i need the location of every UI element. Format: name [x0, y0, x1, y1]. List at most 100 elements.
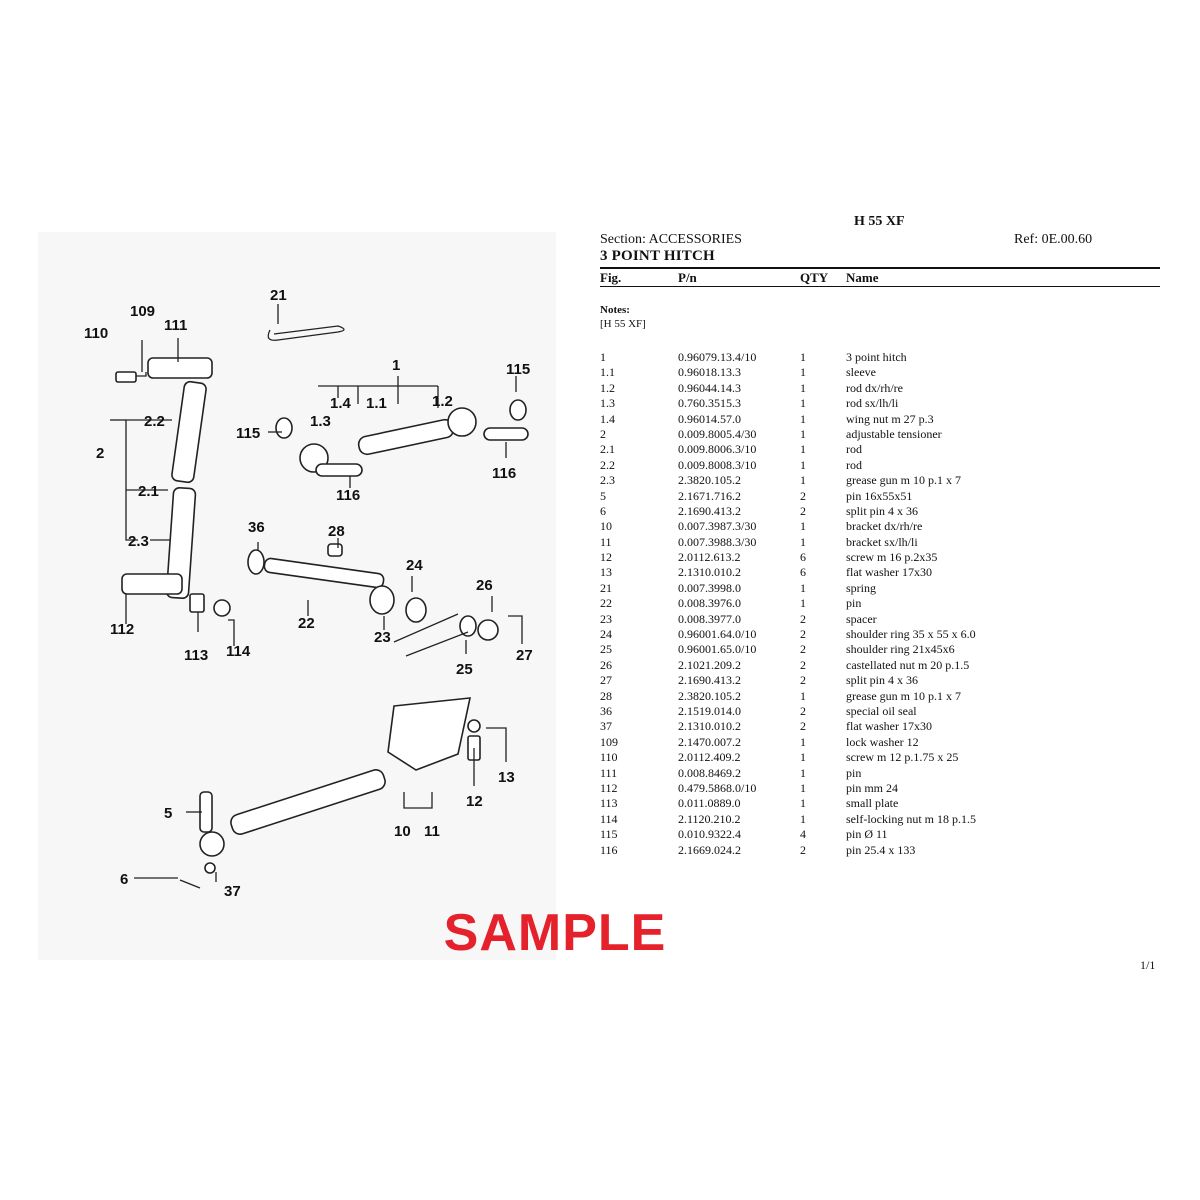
fig-cell: 115	[600, 827, 618, 842]
name-cell: rod	[846, 442, 862, 457]
washer-13	[467, 719, 481, 733]
fig-cell: 1.3	[600, 396, 615, 411]
callout-5: 5	[164, 805, 172, 822]
qty-cell: 1	[800, 519, 806, 534]
fig-cell: 2.3	[600, 473, 615, 488]
pn-cell: 2.0112.409.2	[678, 750, 741, 765]
fig-cell: 37	[600, 719, 612, 734]
name-cell: rod dx/rh/re	[846, 380, 903, 395]
fig-cell: 2.2	[600, 457, 615, 472]
callout-1-2: 1.2	[432, 393, 453, 410]
page-title: 3 POINT HITCH	[600, 248, 715, 264]
name-cell: wing nut m 27 p.3	[846, 411, 934, 426]
pn-cell: 2.3820.105.2	[678, 688, 741, 703]
fig-cell: 109	[600, 734, 618, 749]
callout-110: 110	[84, 325, 108, 342]
header-rule	[600, 267, 1160, 269]
callout-2-1: 2.1	[138, 483, 159, 500]
fig-cell: 116	[600, 842, 618, 857]
callout-116-right: 116	[492, 465, 516, 482]
qty-cell: 2	[800, 673, 806, 688]
ref-label: Ref: 0E.00.60	[1014, 232, 1093, 247]
callout-27: 27	[516, 647, 533, 664]
shoulder-ring-24	[405, 597, 427, 623]
pn-cell: 0.008.3977.0	[678, 611, 741, 626]
castellated-nut-26	[477, 619, 499, 641]
callout-1: 1	[392, 357, 400, 374]
name-cell: pin Ø 11	[846, 827, 888, 842]
screw-110	[115, 371, 137, 383]
pin-112	[121, 573, 183, 595]
callout-22: 22	[298, 615, 315, 632]
grease-gun-28	[327, 543, 343, 557]
callout-109: 109	[130, 303, 155, 320]
qty-cell: 1	[800, 350, 806, 364]
fig-cell: 25	[600, 642, 612, 657]
callout-10: 10	[394, 823, 411, 840]
callout-115-left: 115	[236, 425, 260, 442]
qty-cell: 1	[800, 411, 806, 426]
fig-cell: 21	[600, 580, 612, 595]
callout-37: 37	[224, 883, 241, 900]
name-cell: split pin 4 x 36	[846, 673, 919, 688]
fig-cell: 5	[600, 488, 606, 503]
name-cell: shoulder ring 35 x 55 x 6.0	[846, 627, 976, 642]
sleeve-part	[357, 418, 455, 456]
pn-cell: 2.1669.024.2	[678, 842, 741, 857]
fig-cell: 1.4	[600, 411, 615, 426]
qty-cell: 1	[800, 534, 806, 549]
qty-cell: 1	[800, 811, 806, 826]
pn-cell: 2.1120.210.2	[678, 811, 741, 826]
fig-cell: 28	[600, 688, 612, 703]
qty-cell: 1	[800, 442, 806, 457]
page-indicator: 1/1	[1140, 958, 1156, 972]
split-pin-6	[179, 879, 201, 889]
callout-1-3: 1.3	[310, 413, 331, 430]
name-cell: pin 25.4 x 133	[846, 842, 916, 857]
name-cell: flat washer 17x30	[846, 719, 932, 734]
qty-cell: 1	[800, 457, 806, 472]
qty-cell: 6	[800, 565, 806, 580]
callout-2: 2	[96, 445, 104, 462]
spacer-23	[369, 585, 395, 615]
pn-cell: 2.1690.413.2	[678, 503, 741, 518]
callout-13: 13	[498, 769, 515, 786]
qty-cell: 1	[800, 780, 806, 795]
col-name: Name	[846, 270, 879, 285]
fig-cell: 1.2	[600, 380, 615, 395]
fig-cell: 13	[600, 565, 612, 580]
tensioner-rod-upper	[171, 380, 207, 484]
pn-cell: 2.1021.209.2	[678, 657, 741, 672]
name-cell: spacer	[846, 611, 877, 626]
fig-cell: 1.1	[600, 365, 615, 380]
pn-cell: 0.011.0889.0	[678, 796, 741, 811]
callout-21: 21	[270, 287, 287, 304]
pin-22	[263, 557, 385, 589]
pin-115-left	[275, 417, 293, 439]
col-fig: Fig.	[600, 270, 622, 285]
callout-26: 26	[476, 577, 493, 594]
qty-cell: 4	[800, 827, 806, 842]
pn-cell: 0.009.8008.3/10	[678, 457, 757, 472]
rod-rh-eye	[447, 407, 477, 437]
pn-cell: 2.1671.716.2	[678, 488, 741, 503]
